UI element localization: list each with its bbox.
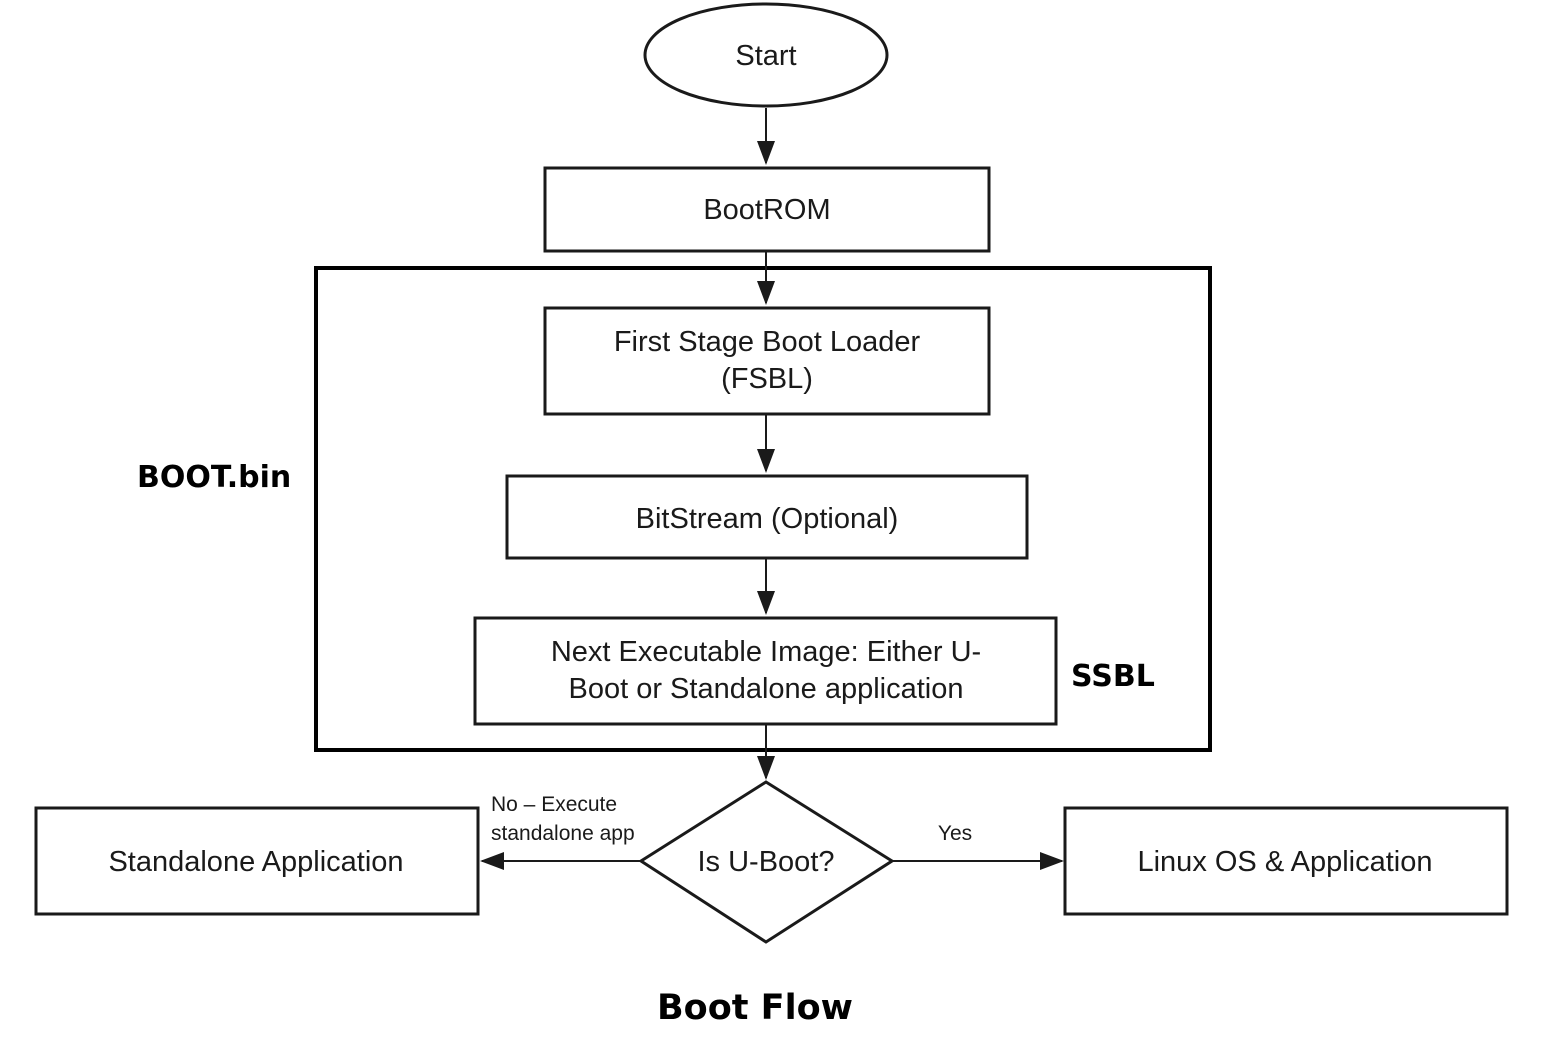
- bootrom-label: BootROM: [703, 194, 830, 226]
- decision-diamond: [638, 780, 895, 944]
- next-image-label-line1: Next Executable Image: Either U-: [551, 636, 981, 668]
- boot-bin-group-frame: [314, 266, 1212, 752]
- edge-yes-label: Yes: [938, 822, 972, 845]
- fsbl-label-line1: First Stage Boot Loader: [614, 326, 921, 358]
- linux-label: Linux OS & Application: [1137, 846, 1432, 878]
- boot-bin-group-label: BOOT.bin: [137, 460, 291, 495]
- decision-label: Is U-Boot?: [698, 846, 835, 878]
- bitstream-label: BitStream (Optional): [636, 503, 899, 535]
- diagram-caption: Boot Flow: [657, 988, 853, 1028]
- edge-no-label-line2: standalone app: [491, 822, 635, 845]
- edge-no-label-line1: No – Execute: [491, 793, 617, 816]
- bootrom-box: [543, 166, 991, 253]
- next-image-box: [473, 616, 1058, 726]
- start-label: Start: [735, 40, 796, 72]
- fsbl-label-line2: (FSBL): [721, 363, 813, 395]
- ssbl-group-label: SSBL: [1071, 659, 1155, 694]
- next-image-label-line2: Boot or Standalone application: [568, 673, 963, 705]
- standalone-label: Standalone Application: [108, 846, 403, 878]
- bitstream-box: [505, 474, 1029, 560]
- start-terminator: [643, 2, 889, 108]
- fsbl-box: [543, 306, 991, 416]
- standalone-box: [34, 806, 480, 916]
- linux-box: [1063, 806, 1509, 916]
